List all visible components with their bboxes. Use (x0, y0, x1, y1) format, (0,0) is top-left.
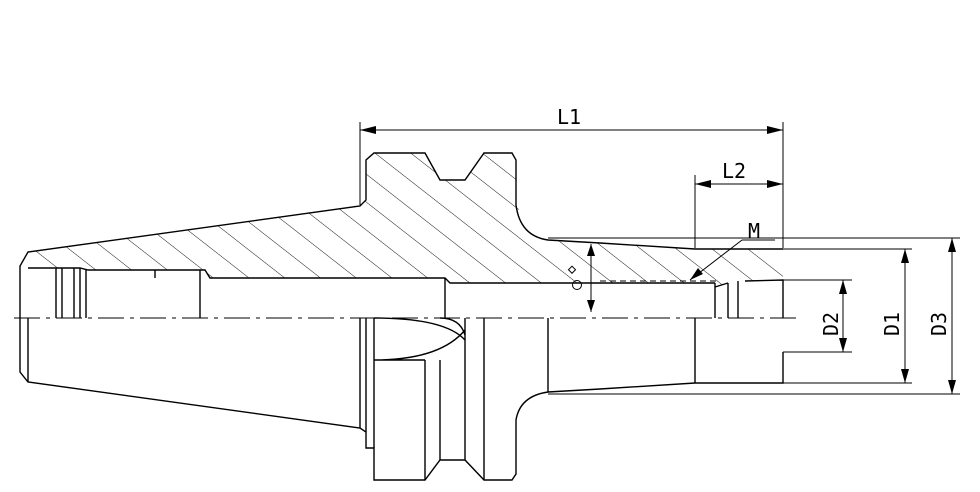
label-D3: D3 (927, 312, 951, 336)
front-slot (55, 268, 201, 318)
upper-bore-contour (28, 267, 715, 284)
upper-section (19, 152, 784, 318)
dimension-L2: L2 (694, 159, 783, 248)
label-L1: L1 (557, 105, 581, 129)
lower-outer-contour (19, 318, 784, 481)
label-D1: D1 (880, 312, 904, 336)
thread-callout-M: M (689, 219, 775, 281)
dimension-L1: L1 (359, 105, 784, 248)
label-L2: L2 (722, 159, 746, 183)
section-hatch-area (28, 153, 783, 287)
label-D2: D2 (819, 312, 843, 336)
dimension-D1: D1 (783, 248, 912, 384)
arrow-taper-top (587, 244, 595, 256)
dimension-D2: D2 (783, 279, 852, 353)
small-mark (567, 265, 577, 274)
lower-inner-lines (27, 317, 696, 480)
label-M: M (748, 219, 760, 243)
dimension-D3: D3 (548, 237, 960, 395)
coolant-hole-icon (572, 280, 582, 290)
upper-outer-contour (19, 152, 783, 318)
thread-relief (714, 279, 784, 318)
arrow-taper-bottom (587, 300, 595, 312)
lower-outer-view (19, 317, 784, 481)
